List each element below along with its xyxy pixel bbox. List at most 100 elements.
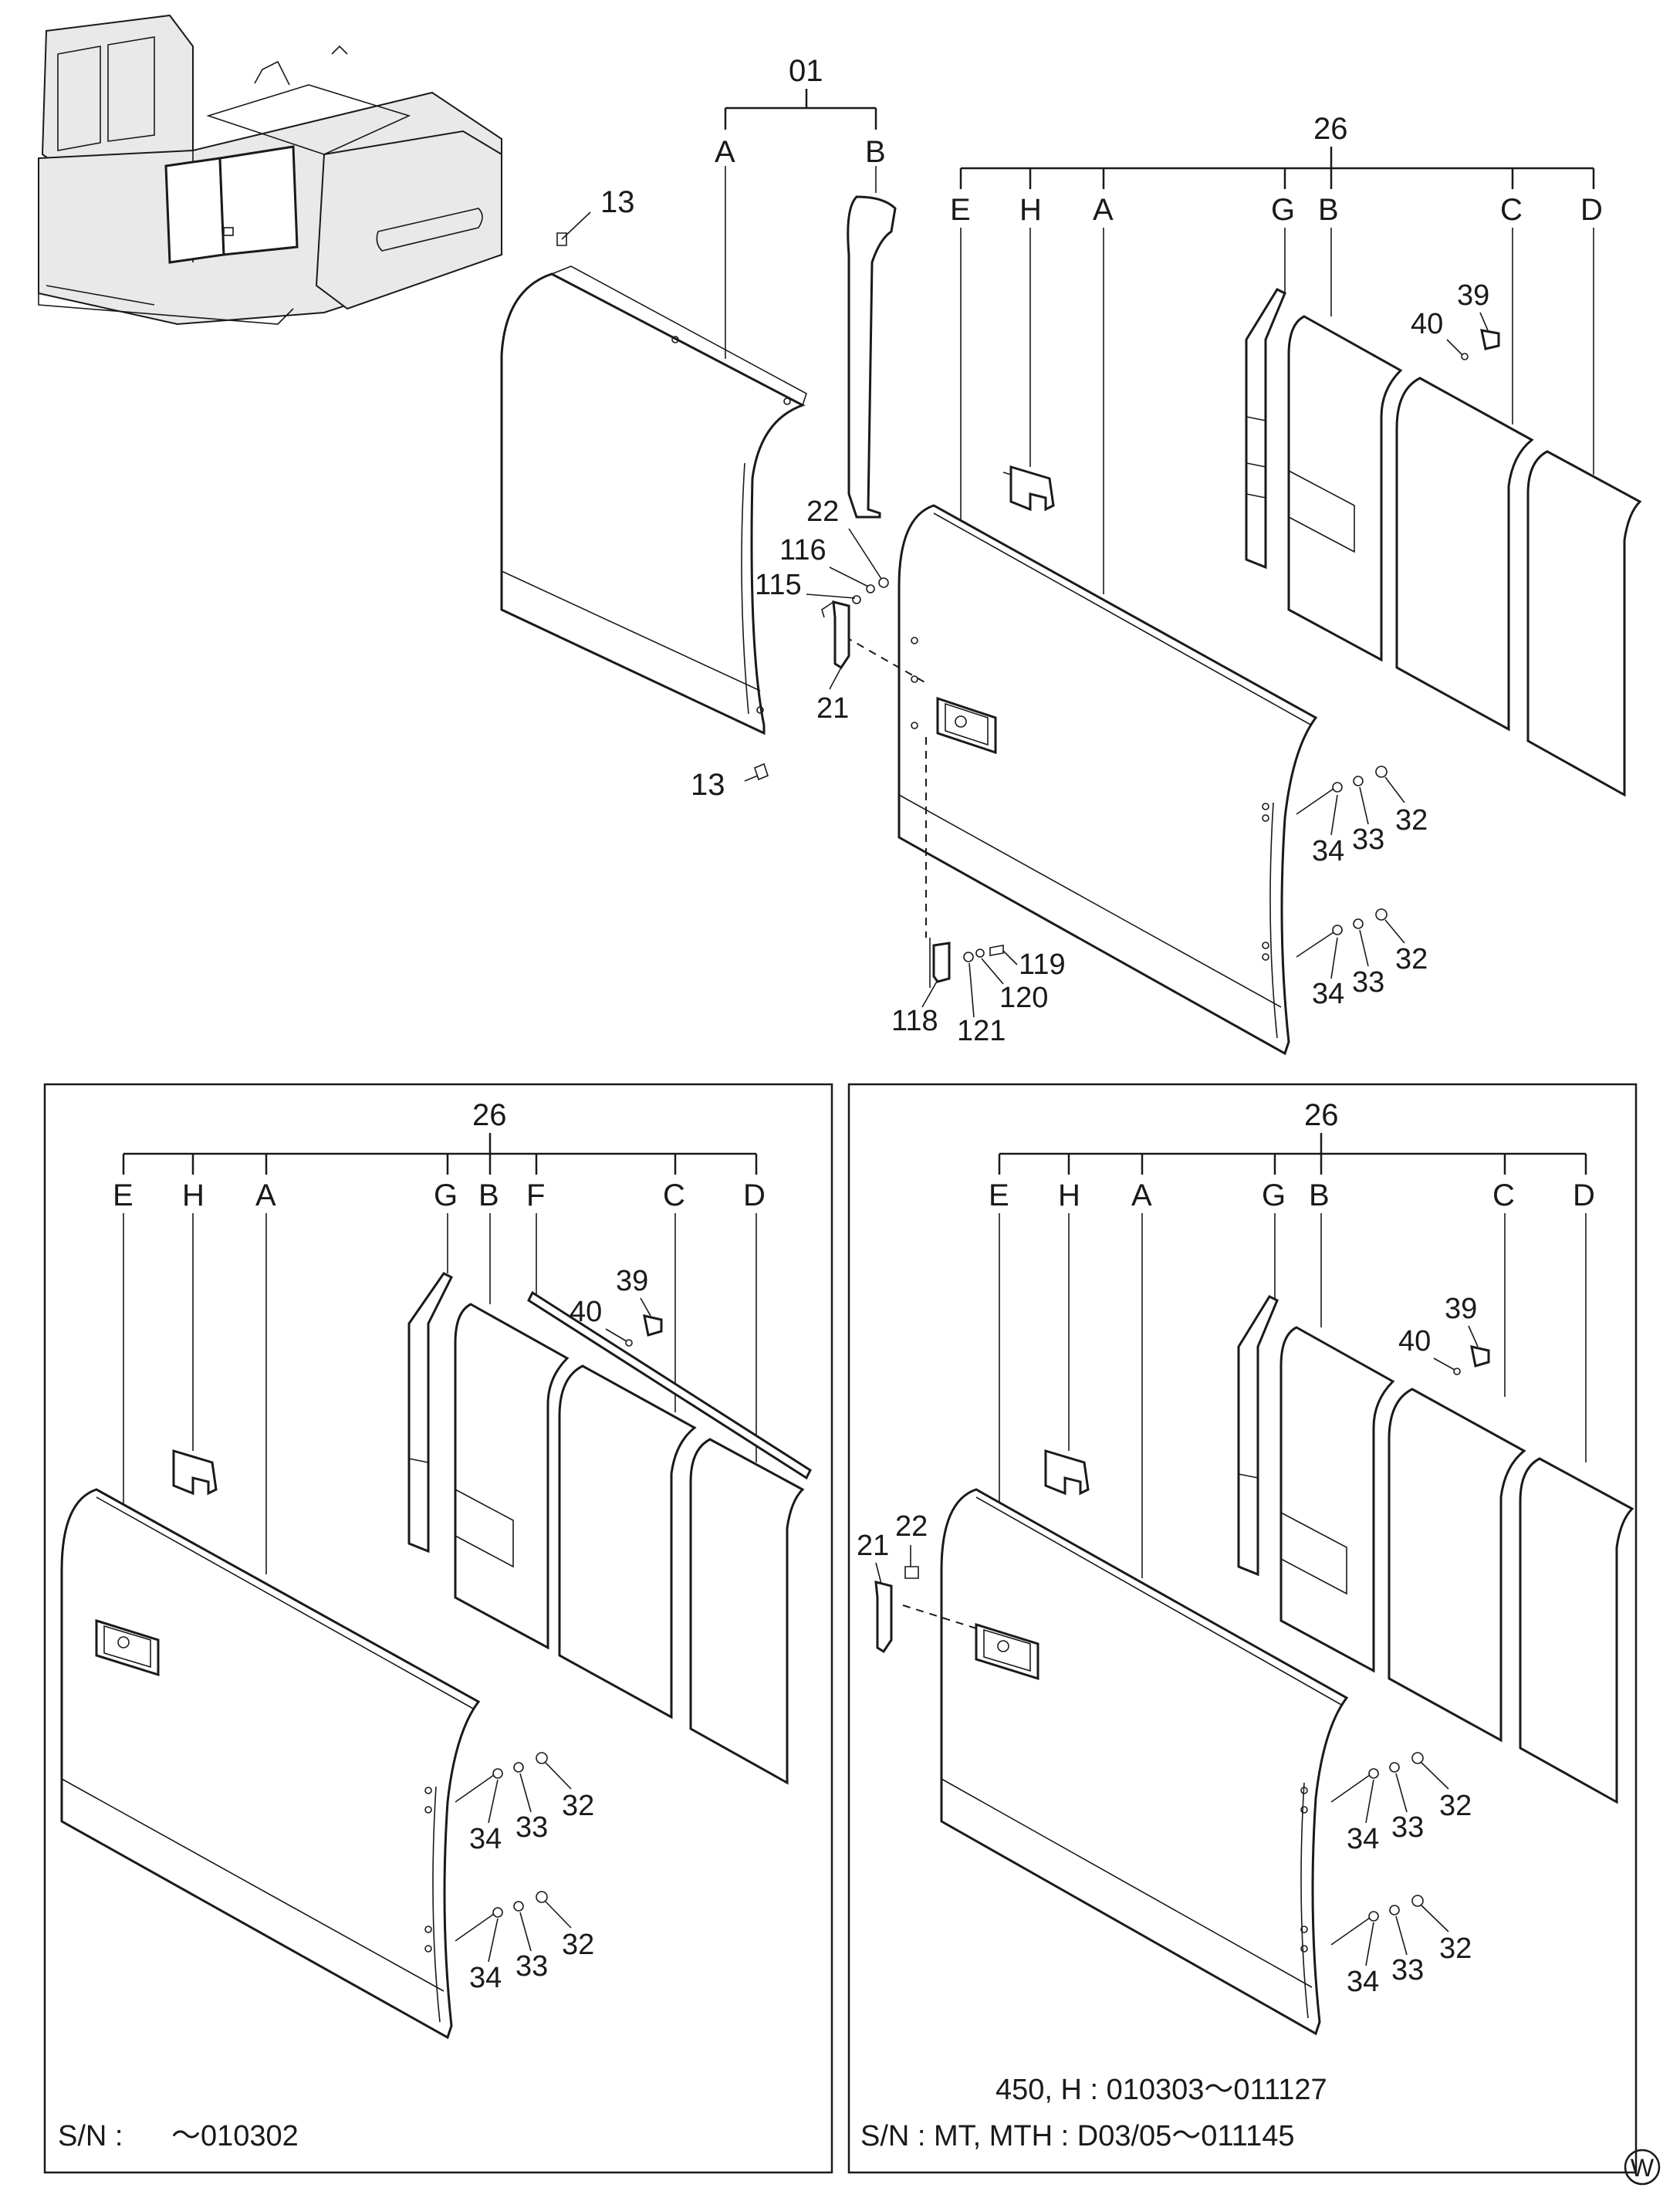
callout-34-left-upper: 34 — [469, 1823, 502, 1855]
group-26-right-letter-d: D — [1573, 1178, 1595, 1212]
callout-32-top-lower: 32 — [1395, 943, 1428, 975]
callout-40-left: 40 — [570, 1296, 602, 1328]
serial-label-left: S/N : — [58, 2120, 123, 2152]
part-door-panel-26a-right — [940, 1488, 1349, 2036]
callout-34-right-upper: 34 — [1347, 1823, 1379, 1855]
part-cover-26d-top — [1526, 450, 1642, 797]
washer-set-top-lower — [1296, 908, 1388, 958]
part-striker-bracket-21-right — [874, 1581, 893, 1654]
callout-121: 121 — [957, 1015, 1006, 1047]
group-26-right-letter-h: H — [1058, 1178, 1080, 1212]
callout-32-right-upper: 32 — [1439, 1790, 1472, 1822]
part-cover-26b-right — [1279, 1326, 1395, 1673]
callout-39-left: 39 — [616, 1265, 648, 1297]
callout-40-right: 40 — [1398, 1325, 1431, 1358]
corner-w-circle-icon — [1624, 2149, 1661, 2186]
callout-34-top-lower: 34 — [1312, 978, 1344, 1010]
callout-33-left-upper: 33 — [515, 1811, 548, 1844]
part-cover-26d-right — [1519, 1457, 1634, 1804]
part-door-panel-26a-left — [60, 1488, 481, 2040]
group-26-top-letter-a: A — [1093, 193, 1114, 227]
group-26-right-letter-a: A — [1131, 1178, 1152, 1212]
serial-range-right-line2: S/N : MT, MTH : D03/05～011145 — [860, 2120, 1294, 2152]
callout-32-right-lower: 32 — [1439, 1932, 1472, 1965]
group-26-top-letter-e: E — [950, 193, 971, 227]
part-cover-26c-right — [1388, 1388, 1526, 1743]
callout-116-top: 116 — [779, 534, 826, 566]
group-26-right-letter-g: G — [1262, 1178, 1286, 1212]
excavator-overview-illustration — [38, 14, 502, 326]
group-26-left-letter-c: C — [663, 1178, 685, 1212]
washer-set-top-upper — [1296, 766, 1388, 815]
part-door-panel-01a — [500, 265, 807, 735]
group-26-left-letter-a: A — [255, 1178, 276, 1212]
group-number-26-right: 26 — [1304, 1098, 1339, 1132]
group-number-26-left: 26 — [472, 1098, 507, 1132]
group-26-right-letter-c: C — [1492, 1178, 1515, 1212]
callout-34-right-lower: 34 — [1347, 1966, 1379, 1998]
callout-39-right: 39 — [1445, 1293, 1477, 1325]
part-cover-26c-left — [558, 1364, 697, 1719]
part-seal-26g-right — [1237, 1295, 1279, 1577]
callout-21-right: 21 — [857, 1530, 889, 1562]
group-26-right-letter-b: B — [1309, 1178, 1330, 1212]
callout-33-right-upper: 33 — [1391, 1811, 1424, 1844]
serial-range-right-line1: 450, H : 010303～011127 — [995, 2074, 1327, 2106]
callout-34-left-lower: 34 — [469, 1962, 502, 1994]
group-26-top-letter-h: H — [1019, 193, 1042, 227]
callout-22-top: 22 — [806, 495, 839, 528]
callout-22-right: 22 — [895, 1510, 928, 1543]
serial-range-left: ～010302 — [171, 2120, 299, 2152]
callout-118: 118 — [891, 1005, 938, 1037]
callout-33-top-lower: 33 — [1352, 966, 1384, 999]
washer-set-left-upper — [455, 1752, 548, 1803]
callout-32-left-lower: 32 — [562, 1929, 594, 1961]
callout-33-right-lower: 33 — [1391, 1954, 1424, 1986]
callout-115-top: 115 — [755, 569, 802, 601]
washer-set-right-lower — [1330, 1895, 1424, 1946]
group-26-left-letter-h: H — [182, 1178, 205, 1212]
part-cover-26d-left — [689, 1438, 805, 1785]
group-26-top-bracket — [959, 147, 1595, 698]
part-seal-26g-left — [407, 1272, 454, 1554]
group-26-top-letter-d: D — [1580, 193, 1603, 227]
group-01-bracket — [724, 89, 877, 359]
washer-set-left-lower — [455, 1891, 548, 1942]
part-bracket-118 — [932, 942, 951, 983]
callout-13-upper: 13 — [600, 185, 635, 219]
group-number-01: 01 — [789, 54, 823, 88]
group-26-right-bracket — [998, 1133, 1587, 1655]
group-26-right-letter-e: E — [989, 1178, 1009, 1212]
group-26-left-letter-d: D — [743, 1178, 766, 1212]
part-cover-26b-left — [454, 1303, 570, 1650]
group-26-top-letter-g: G — [1271, 193, 1295, 227]
washer-set-right-upper — [1330, 1752, 1424, 1803]
callout-21-top: 21 — [816, 692, 849, 725]
callout-32-left-upper: 32 — [562, 1790, 594, 1822]
callout-32-top-upper: 32 — [1395, 804, 1428, 837]
part-cover-26c-top — [1395, 377, 1534, 732]
callout-120: 120 — [999, 982, 1048, 1014]
part-seal-26g-top — [1245, 288, 1286, 570]
part-hinge-bracket-26h-right — [1044, 1449, 1090, 1496]
group-26-left-bracket — [122, 1133, 758, 1636]
part-strip-26f-left — [527, 1290, 812, 1480]
callout-34-top-upper: 34 — [1312, 835, 1344, 867]
group-26-left-letter-g: G — [434, 1178, 458, 1212]
callout-39-top: 39 — [1457, 279, 1489, 312]
group-01-letter-b: B — [865, 135, 886, 169]
part-cover-26b-top — [1287, 315, 1403, 662]
part-hinge-bracket-26h-top — [1009, 465, 1055, 512]
callout-33-top-upper: 33 — [1352, 823, 1384, 856]
callout-40-top: 40 — [1411, 308, 1443, 340]
part-striker-bracket-21-top — [832, 600, 850, 670]
group-01-letter-a: A — [715, 135, 735, 169]
callout-13-lower: 13 — [691, 768, 725, 802]
part-hinge-bracket-26h-left — [172, 1449, 218, 1496]
callout-119: 119 — [1019, 948, 1066, 981]
part-door-panel-26a-top — [897, 504, 1318, 1056]
corner-w-mark: W — [1631, 2154, 1655, 2182]
group-number-26-top: 26 — [1313, 112, 1348, 146]
group-26-top-letter-b: B — [1318, 193, 1339, 227]
